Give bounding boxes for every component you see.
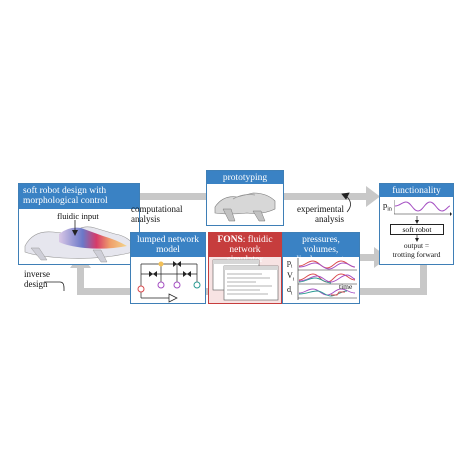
time-axis-label: time bbox=[339, 282, 353, 291]
p-axis-label: pi bbox=[287, 258, 293, 270]
fluidic-input-label: fluidic input bbox=[57, 211, 99, 221]
pressures-volumes-box: pressures, volumes, displacements pi Vi … bbox=[282, 232, 360, 304]
circuit-icon bbox=[137, 261, 201, 303]
pressures-volumes-title: pressures, volumes, displacements bbox=[283, 233, 359, 265]
output-label: output = trotting forward bbox=[392, 241, 441, 259]
signal-plot-icon bbox=[297, 258, 357, 300]
fons-simulator-box: FONS: fluidic network simulator bbox=[208, 232, 282, 304]
soft-robot-render-icon bbox=[24, 220, 134, 263]
v-axis-label: Vi bbox=[287, 271, 295, 283]
input-pressure-plot bbox=[394, 200, 452, 216]
computational-analysis-label: computational analysis bbox=[131, 204, 183, 224]
experimental-analysis-label: experimental analysis bbox=[297, 204, 344, 224]
functionality-arrows bbox=[415, 216, 419, 242]
functionality-box: functionality pin soft robot output = tr… bbox=[379, 183, 454, 265]
functionality-title: functionality bbox=[380, 184, 453, 197]
p-in-label: pin bbox=[383, 200, 392, 213]
soft-robot-design-title: soft robot design with morphological con… bbox=[19, 184, 139, 209]
soft-robot-design-box: soft robot design with morphological con… bbox=[18, 183, 140, 265]
soft-robot-block: soft robot bbox=[390, 224, 444, 235]
prototyping-title: prototyping bbox=[207, 171, 283, 184]
lumped-network-model-box: lumped network model bbox=[130, 232, 206, 304]
inverse-design-label: inverse design bbox=[24, 269, 50, 289]
prototype-robot-icon bbox=[214, 192, 276, 222]
prototyping-box: prototyping bbox=[206, 170, 284, 226]
lumped-network-model-title: lumped network model bbox=[131, 233, 205, 257]
fons-title: FONS: fluidic network simulator bbox=[209, 233, 281, 265]
d-axis-label: di bbox=[287, 285, 293, 297]
terminal-window-icon bbox=[212, 259, 279, 301]
